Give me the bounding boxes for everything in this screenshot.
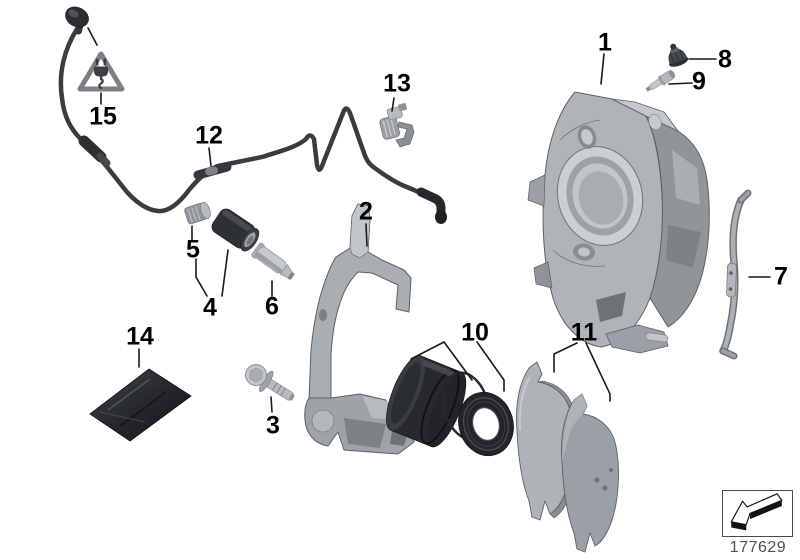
part-brake-pad-outer [561, 393, 619, 553]
direction-of-travel-box [722, 490, 793, 537]
sensor-head [65, 6, 89, 35]
leader-line-4 [195, 249, 229, 297]
leader-line-9 [668, 82, 693, 85]
cable-grommet-band [205, 166, 218, 176]
leader-line-11 [553, 342, 611, 402]
leader-line-12 [208, 147, 212, 167]
part-caliper-carrier [304, 203, 415, 455]
part-anti-rattle-clip [719, 189, 752, 360]
part-sensor-cable [58, 6, 447, 224]
callout-9[interactable]: 9 [692, 67, 706, 96]
callout-2[interactable]: 2 [359, 197, 373, 226]
callout-11[interactable]: 11 [570, 318, 598, 347]
direction-of-travel-arrow-icon [730, 493, 783, 531]
leader-line-3 [270, 396, 273, 413]
callout-1[interactable]: 1 [598, 28, 612, 57]
callout-14[interactable]: 14 [126, 322, 154, 351]
sensor-elbow-connector [416, 187, 447, 224]
callout-3[interactable]: 3 [266, 411, 280, 440]
part-guide-pin [251, 242, 295, 280]
part-grease-packet [89, 368, 192, 442]
part-brake-caliper [527, 91, 710, 354]
callout-8[interactable]: 8 [718, 45, 732, 74]
callout-5[interactable]: 5 [186, 235, 200, 264]
electric-plug-warning-triangle-icon [77, 51, 125, 92]
part-mounting-bolt [245, 364, 295, 401]
callout-4[interactable]: 4 [203, 293, 217, 322]
part-retaining-bracket [379, 103, 415, 148]
caliper-piston-bore [556, 146, 644, 246]
callout-13[interactable]: 13 [383, 69, 411, 98]
part-bleeder-cap [668, 43, 689, 67]
part-rubber-bushing [211, 208, 260, 252]
callout-10[interactable]: 10 [461, 318, 489, 347]
diagram-number: 177629 [729, 539, 787, 556]
callout-leader-lines [87, 27, 771, 413]
part-guide-cap [184, 201, 211, 225]
part-dust-boot [458, 391, 514, 457]
leader-line-15 [87, 27, 102, 105]
callout-7[interactable]: 7 [774, 262, 788, 291]
callout-6[interactable]: 6 [265, 292, 279, 321]
leader-line-1 [600, 53, 605, 85]
leader-line-13 [391, 97, 395, 112]
part-piston [386, 355, 467, 448]
leader-line-10 [410, 341, 505, 392]
part-bleeder-screw [645, 70, 676, 92]
callout-15[interactable]: 15 [89, 102, 117, 131]
leader-line-2 [365, 223, 368, 247]
callout-12[interactable]: 12 [195, 121, 223, 150]
cable-ferrule-tip [96, 152, 111, 167]
